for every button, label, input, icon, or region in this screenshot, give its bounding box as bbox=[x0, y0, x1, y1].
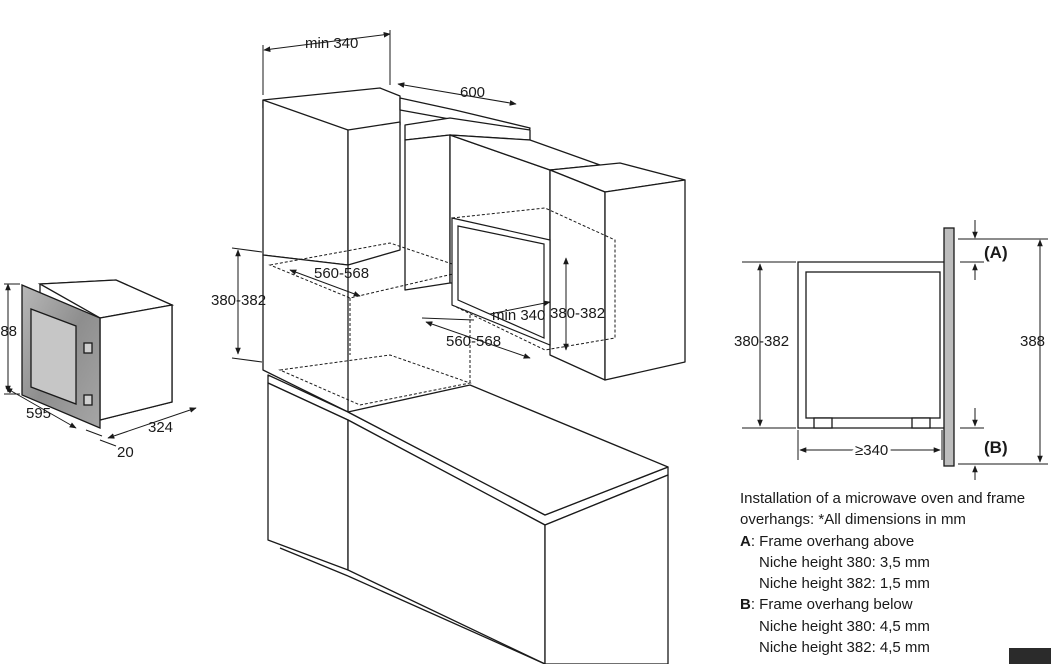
cabinet-dimension-lines bbox=[231, 30, 569, 363]
notes-b-heading: B: Frame overhang below bbox=[740, 594, 1045, 615]
unit-width-label: 595 bbox=[26, 405, 51, 422]
notes-title-line2: overhangs: *All dimensions in mm bbox=[740, 511, 966, 529]
notes-a-line2: Niche height 382: 1,5 mm bbox=[759, 575, 930, 593]
frame-thickness-label: 20 bbox=[117, 444, 134, 461]
corner-marker bbox=[1009, 648, 1051, 664]
niche-height-right-label: 380-382 bbox=[550, 305, 605, 322]
niche-width-left-label: 560-568 bbox=[314, 265, 369, 282]
unit-height-label: 388 bbox=[0, 323, 17, 340]
min-width-top-label: min 340 bbox=[305, 35, 358, 52]
unit-depth-label: 324 bbox=[148, 419, 173, 436]
section-view bbox=[797, 227, 955, 467]
notes-a-heading: A: Frame overhang above bbox=[740, 531, 1045, 552]
niche-depth-label: min 340 bbox=[492, 307, 545, 324]
notes-a-line1: Niche height 380: 3,5 mm bbox=[759, 553, 930, 571]
label-a: (A) bbox=[984, 243, 1008, 262]
notes-b-text: : Frame overhang below bbox=[750, 596, 913, 614]
notes-b-key: B bbox=[740, 596, 751, 614]
cabinet-width-label: 600 bbox=[460, 84, 485, 101]
notes-b-line2: Niche height 382: 4,5 mm bbox=[759, 639, 930, 657]
label-b: (B) bbox=[984, 438, 1008, 457]
door-window bbox=[30, 308, 77, 405]
section-depth-label: ≥340 bbox=[855, 442, 888, 459]
section-niche-height-label: 380-382 bbox=[734, 333, 789, 350]
niche-height-left-label: 380-382 bbox=[211, 292, 266, 309]
inner-niche bbox=[451, 217, 551, 346]
notes-a-key: A bbox=[740, 532, 751, 550]
notes-b-line1: Niche height 380: 4,5 mm bbox=[759, 617, 930, 635]
niche-width-bottom-label: 560-568 bbox=[446, 333, 501, 350]
frame-profile bbox=[943, 227, 955, 467]
notes-title-line1: Installation of a microwave oven and fra… bbox=[740, 490, 1026, 507]
section-frame-height-label: 388 bbox=[1020, 333, 1045, 350]
notes-a-text: : Frame overhang above bbox=[750, 532, 915, 550]
section-dimension-lines bbox=[742, 220, 1048, 480]
microwave-dimension-lines bbox=[4, 283, 197, 447]
cabinet-assembly bbox=[262, 87, 686, 664]
installation-notes: Installation of a microwave oven and fra… bbox=[740, 488, 1045, 658]
